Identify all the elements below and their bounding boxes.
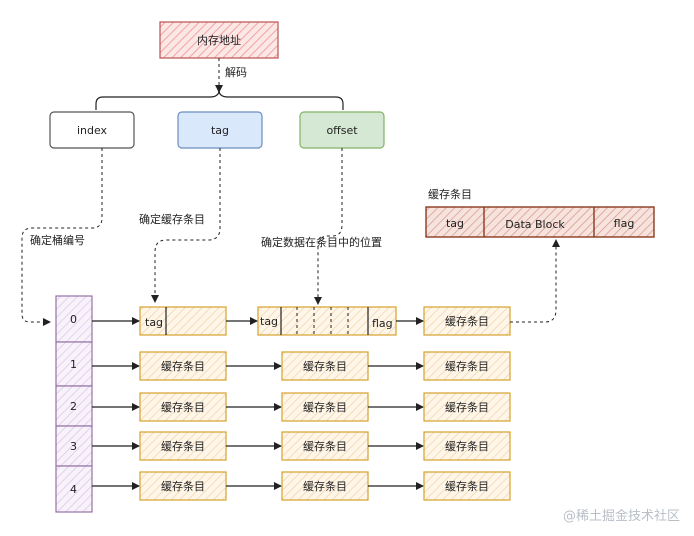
row1-entry-1-label: 缓存条目 bbox=[161, 359, 205, 373]
row4-entry-2: 缓存条目 bbox=[281, 471, 369, 501]
row4-entry-1: 缓存条目 bbox=[139, 471, 227, 501]
decode-label: 解码 bbox=[225, 65, 247, 79]
tag-to-entry-arrow bbox=[151, 148, 221, 303]
index-field-label: index bbox=[77, 124, 108, 137]
row2-entry-2: 缓存条目 bbox=[281, 392, 369, 422]
bucket-2-label: 2 bbox=[70, 400, 77, 413]
entry-to-detail-arrow bbox=[510, 239, 560, 323]
row1-entry-1: 缓存条目 bbox=[139, 351, 227, 381]
offset-to-position-arrow bbox=[314, 148, 343, 305]
row3-entry-3-label: 缓存条目 bbox=[445, 439, 489, 453]
row0-entry-3-label: 缓存条目 bbox=[445, 314, 489, 328]
row0-tag-entry: tag bbox=[139, 306, 227, 336]
position-annotation: 确定数据在条目中的位置 bbox=[261, 235, 382, 249]
row3-entry-1-label: 缓存条目 bbox=[161, 439, 205, 453]
entry-detail-data-block: Data Block bbox=[505, 218, 565, 231]
row3-entry-1: 缓存条目 bbox=[139, 431, 227, 461]
bucket-3: 3 bbox=[55, 425, 93, 467]
bucket-3-label: 3 bbox=[70, 440, 77, 453]
row0-data-flag-label: flag bbox=[372, 317, 393, 330]
row1-entry-2: 缓存条目 bbox=[281, 351, 369, 381]
row1-entry-3: 缓存条目 bbox=[423, 351, 511, 381]
bucket-0-label: 0 bbox=[70, 313, 77, 326]
row3-entry-3: 缓存条目 bbox=[423, 431, 511, 461]
row0-data-entry: tag flag bbox=[257, 306, 397, 336]
bucket-1: 1 bbox=[55, 341, 93, 387]
cache-rows: 缓存条目缓存条目缓存条目缓存条目缓存条目缓存条目缓存条目缓存条目缓存条目缓存条目… bbox=[92, 351, 511, 501]
row2-entry-1-label: 缓存条目 bbox=[161, 400, 205, 414]
row4-entry-3-label: 缓存条目 bbox=[445, 479, 489, 493]
bucket-1-label: 1 bbox=[70, 358, 77, 371]
field-brace bbox=[95, 89, 344, 110]
tag-field-box: tag bbox=[177, 111, 263, 149]
row4-entry-2-label: 缓存条目 bbox=[303, 479, 347, 493]
cache-entry-annotation: 确定缓存条目 bbox=[139, 212, 205, 226]
row4-entry-1-label: 缓存条目 bbox=[161, 479, 205, 493]
watermark: @稀土掘金技术社区 bbox=[562, 509, 680, 524]
row2-entry-3: 缓存条目 bbox=[423, 392, 511, 422]
row0-tag-label: tag bbox=[145, 316, 163, 329]
row1-entry-2-label: 缓存条目 bbox=[303, 359, 347, 373]
index-field-box: index bbox=[49, 111, 135, 149]
tag-field-label: tag bbox=[211, 124, 229, 137]
entry-detail-box: tag Data Block flag bbox=[425, 206, 655, 238]
row0-data-tag-label: tag bbox=[260, 315, 278, 328]
row0-entry-3: 缓存条目 bbox=[423, 306, 511, 336]
row4-entry-3: 缓存条目 bbox=[423, 471, 511, 501]
bucket-column: 0 1 2 3 4 bbox=[55, 295, 93, 513]
bucket-index-annotation: 确定桶编号 bbox=[30, 233, 85, 247]
memory-address-box: 内存地址 bbox=[159, 21, 279, 59]
entry-detail-tag: tag bbox=[446, 217, 464, 230]
row3-entry-2: 缓存条目 bbox=[281, 431, 369, 461]
bucket-4: 4 bbox=[55, 465, 93, 513]
bucket-2: 2 bbox=[55, 385, 93, 427]
offset-field-label: offset bbox=[326, 124, 358, 137]
row3-entry-2-label: 缓存条目 bbox=[303, 439, 347, 453]
row2-entry-3-label: 缓存条目 bbox=[445, 400, 489, 414]
row2-entry-1: 缓存条目 bbox=[139, 392, 227, 422]
row2-entry-2-label: 缓存条目 bbox=[303, 400, 347, 414]
row1-entry-3-label: 缓存条目 bbox=[445, 359, 489, 373]
bucket-4-label: 4 bbox=[70, 483, 77, 496]
offset-field-box: offset bbox=[299, 111, 385, 149]
entry-detail-flag: flag bbox=[614, 217, 635, 230]
memory-address-label: 内存地址 bbox=[197, 33, 241, 47]
bucket-0: 0 bbox=[55, 295, 93, 343]
entry-detail-title: 缓存条目 bbox=[428, 187, 472, 201]
